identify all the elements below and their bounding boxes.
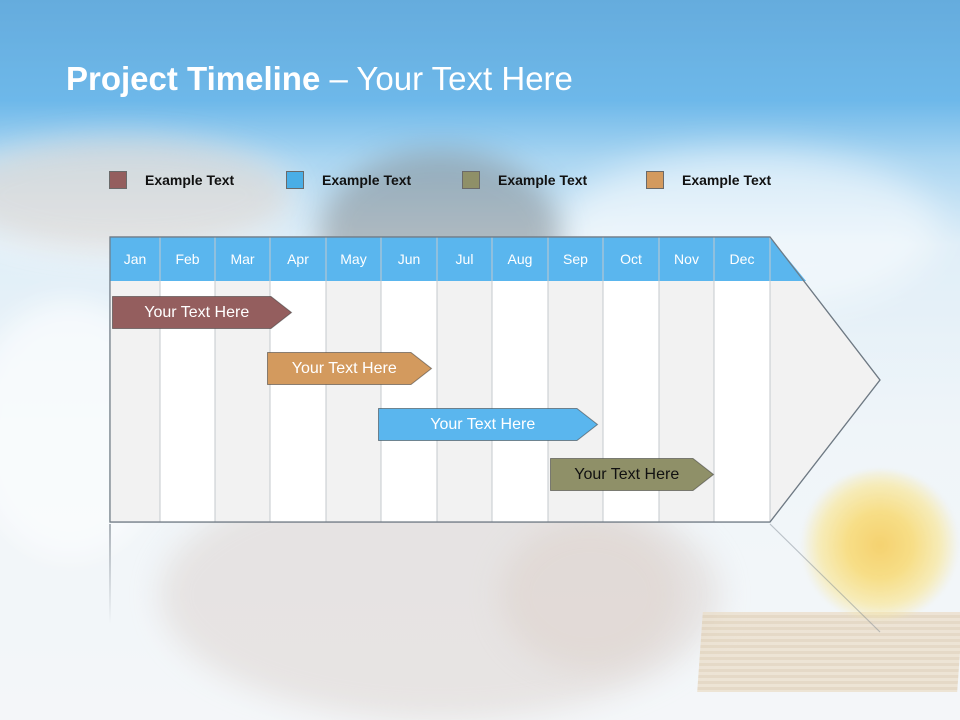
- task-label-1: Your Text Here: [144, 304, 250, 321]
- legend-label-1: Example Text: [145, 172, 235, 188]
- month-header: Jan Feb Mar Apr May Jun Jul Aug Sep Oct Nov Dec: [110, 237, 770, 281]
- task-arrow-shape-2: [267, 352, 433, 385]
- timeline-reflection: [109, 524, 111, 624]
- month-column-dec: [714, 281, 770, 522]
- task-arrow-shape-1: [112, 296, 293, 329]
- month-column-jun: [381, 281, 437, 522]
- month-column-may: [326, 281, 381, 522]
- task-label-4: Your Text Here: [574, 466, 680, 483]
- legend-swatch-3: [462, 171, 480, 189]
- legend-swatch-2: [286, 171, 304, 189]
- legend-label-4: Example Text: [682, 172, 772, 188]
- task-arrow-shape-3: [378, 408, 599, 441]
- month-label-oct: Oct: [620, 251, 642, 267]
- legend-label-3: Example Text: [498, 172, 588, 188]
- month-label-feb: Feb: [175, 251, 200, 267]
- task-arrow-path: [550, 458, 715, 491]
- month-label-jun: Jun: [397, 251, 421, 267]
- month-label-jan: Jan: [123, 251, 147, 267]
- task-arrow-path: [267, 352, 433, 385]
- month-header-band: [110, 237, 770, 281]
- legend-swatch-1: [109, 171, 127, 189]
- task-bar-2: Your Text Here: [267, 352, 433, 385]
- title-rest: – Your Text Here: [320, 60, 573, 97]
- task-bar-3: Your Text Here: [378, 408, 599, 441]
- timeline-outline: [109, 236, 881, 523]
- task-arrow-path: [112, 296, 293, 329]
- month-label-aug: Aug: [507, 251, 533, 267]
- month-label-sep: Sep: [563, 251, 588, 267]
- legend-swatch-4: [646, 171, 664, 189]
- month-label-mar: Mar: [230, 251, 255, 267]
- month-label-jul: Jul: [455, 251, 474, 267]
- month-label-dec: Dec: [729, 251, 755, 267]
- title-bold: Project Timeline: [66, 60, 321, 97]
- timeline-reflection-edge: [769, 523, 881, 633]
- legend-label-2: Example Text: [322, 172, 412, 188]
- slide-title: Project Timeline – Your Text Here: [66, 60, 573, 98]
- month-label-may: May: [340, 251, 367, 267]
- month-label-apr: Apr: [287, 251, 309, 267]
- task-arrow-shape-4: [550, 458, 715, 491]
- task-label-2: Your Text Here: [291, 360, 397, 377]
- task-bar-1: Your Text Here: [112, 296, 293, 329]
- task-bar-4: Your Text Here: [550, 458, 715, 491]
- month-column-aug: [492, 281, 548, 522]
- month-column-jul: [437, 281, 492, 522]
- task-label-3: Your Text Here: [430, 416, 536, 433]
- month-label-nov: Nov: [674, 251, 699, 267]
- task-arrow-path: [378, 408, 599, 441]
